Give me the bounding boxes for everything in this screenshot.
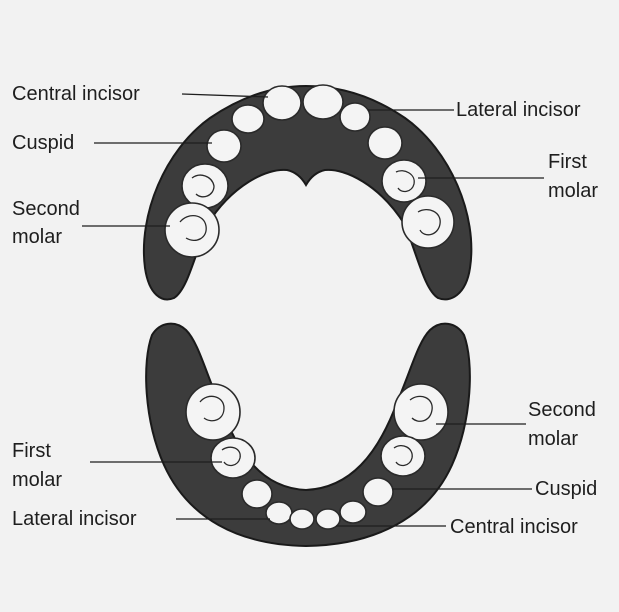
lower-first-molar-left — [211, 438, 255, 478]
label-upper-first: First — [548, 151, 587, 173]
upper-cuspid-left — [207, 130, 241, 162]
lower-cuspid-right — [363, 478, 393, 506]
upper-first-molar-left — [182, 164, 228, 208]
label-lower-second-molar: molar — [528, 428, 578, 450]
lower-second-molar-left — [186, 384, 240, 440]
label-upper-second: Second — [12, 198, 80, 220]
lower-lateral-incisor-right — [340, 501, 366, 523]
label-lower-first: First — [12, 440, 51, 462]
upper-arch: Central incisor Cuspid Second molar Late… — [12, 83, 598, 299]
label-upper-second-molar: molar — [12, 226, 62, 248]
label-upper-central-incisor: Central incisor — [12, 83, 140, 105]
upper-second-molar-right — [402, 196, 454, 248]
upper-central-incisor-left — [263, 86, 301, 120]
label-lower-second: Second — [528, 399, 596, 421]
label-lower-lateral-incisor: Lateral incisor — [12, 508, 137, 530]
upper-lateral-incisor-right — [340, 103, 370, 131]
label-upper-lateral-incisor: Lateral incisor — [456, 99, 581, 121]
lower-lateral-incisor-left — [266, 502, 292, 524]
label-upper-cuspid: Cuspid — [12, 132, 74, 154]
upper-first-molar-right — [382, 160, 426, 202]
label-lower-central-incisor: Central incisor — [450, 516, 578, 538]
label-upper-first-molar: molar — [548, 180, 598, 202]
upper-cuspid-right — [368, 127, 402, 159]
label-lower-first-molar: molar — [12, 469, 62, 491]
upper-lateral-incisor-left — [232, 105, 264, 133]
upper-second-molar-left — [165, 203, 219, 257]
lower-central-incisor-left — [290, 509, 314, 529]
label-lower-cuspid: Cuspid — [535, 478, 597, 500]
lower-cuspid-left — [242, 480, 272, 508]
lower-second-molar-right — [394, 384, 448, 440]
lower-first-molar-right — [381, 436, 425, 476]
upper-central-incisor-right — [303, 85, 343, 119]
lower-arch: First molar Lateral incisor Second molar… — [12, 324, 597, 546]
